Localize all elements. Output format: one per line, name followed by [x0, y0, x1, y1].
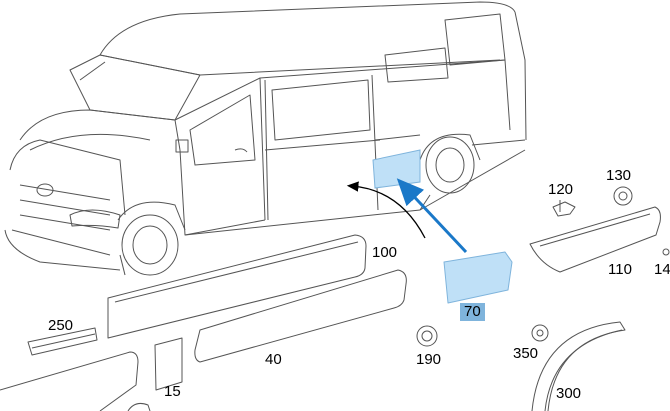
label-100: 100 [372, 244, 398, 261]
part-lower-strip [0, 351, 139, 411]
van-illustration [4, 1, 527, 276]
part-350-clip-icon [531, 324, 549, 342]
part-15-plate [154, 337, 183, 391]
label-190: 190 [416, 351, 442, 368]
label-120: 120 [548, 181, 574, 198]
part-110-trim [529, 206, 661, 273]
blue-arrow [396, 178, 468, 254]
part-14-screw-icon [662, 248, 670, 256]
label-130: 130 [606, 167, 632, 184]
label-40: 40 [265, 351, 282, 368]
part-190-clip-icon [416, 325, 438, 347]
curved-arrow [346, 181, 426, 239]
part-40-strip [194, 269, 407, 363]
label-14: 14 [654, 261, 670, 278]
label-350: 350 [513, 345, 539, 362]
part-100-strip [107, 234, 367, 339]
part-120-clip-icon [552, 201, 576, 217]
part-300-arch [531, 321, 626, 411]
label-15: 15 [164, 383, 181, 400]
part-130-clip-icon [613, 186, 633, 206]
label-250: 250 [48, 317, 74, 334]
label-70: 70 [460, 303, 485, 321]
part-70-panel [443, 251, 513, 304]
part-250-bracket [27, 327, 98, 356]
logo-star-icon [36, 183, 54, 197]
highlight-on-van [372, 149, 421, 189]
label-300: 300 [556, 385, 582, 402]
label-110: 110 [608, 261, 632, 278]
